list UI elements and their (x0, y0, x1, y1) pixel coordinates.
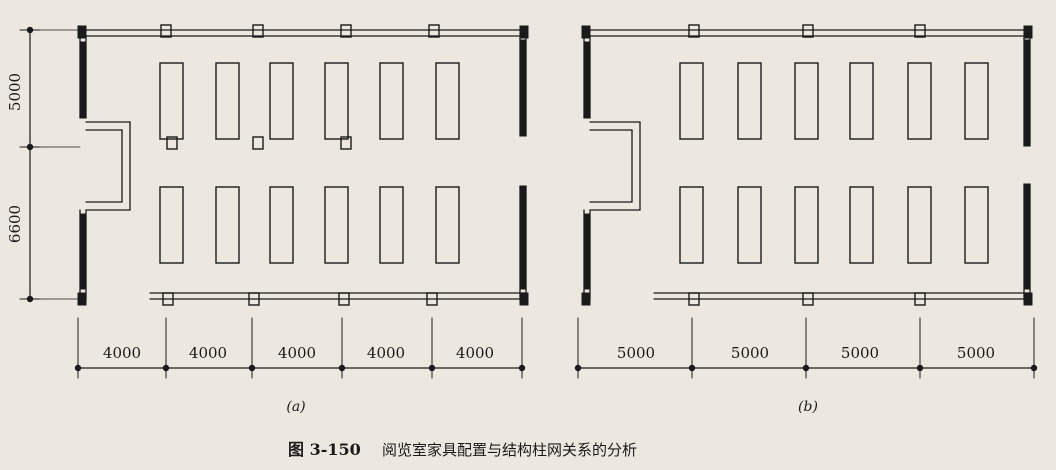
column-top-1 (688, 24, 700, 38)
bay-width-label-a-1: 4000 (103, 344, 141, 362)
bay-width-label-b-2: 5000 (731, 344, 769, 362)
dimension-dot-4 (338, 364, 346, 372)
table-lower-3 (794, 186, 819, 264)
row-depth-label-1: 5000 (6, 73, 24, 111)
column-top-2 (252, 24, 264, 38)
table-upper-2 (737, 62, 762, 140)
table-lower-3 (269, 186, 294, 264)
bay-width-label-b-1: 5000 (617, 344, 655, 362)
left-wall-fill-top (80, 41, 86, 119)
corner-column-br (1023, 292, 1033, 306)
table-upper-6 (435, 62, 460, 140)
bay-width-label-b-4: 5000 (957, 344, 995, 362)
caption-number: 图 3-150 (288, 440, 361, 459)
right-wall-fill-bottom (520, 185, 526, 290)
table-upper-4 (324, 62, 349, 140)
dimension-dot-3 (802, 364, 810, 372)
table-lower-2 (215, 186, 240, 264)
column-bottom-2 (802, 292, 814, 306)
column-bottom-4 (426, 292, 438, 306)
row-depth-label-2: 6600 (6, 205, 24, 243)
table-lower-5 (379, 186, 404, 264)
table-upper-3 (794, 62, 819, 140)
table-lower-5 (907, 186, 932, 264)
table-upper-1 (679, 62, 704, 140)
corner-column-bl (581, 292, 591, 306)
bay-width-label-a-4: 4000 (367, 344, 405, 362)
column-top-3 (914, 24, 926, 38)
caption-text: 阅览室家具配置与结构柱网关系的分析 (382, 441, 637, 459)
interior-column-3 (340, 136, 352, 150)
column-top-3 (340, 24, 352, 38)
dimension-dot-4 (916, 364, 924, 372)
table-upper-6 (964, 62, 989, 140)
bay-width-label-a-2: 4000 (189, 344, 227, 362)
dimension-dot-2 (162, 364, 170, 372)
table-lower-1 (679, 186, 704, 264)
column-bottom-2 (248, 292, 260, 306)
table-upper-4 (849, 62, 874, 140)
table-lower-2 (737, 186, 762, 264)
corner-column-tr (1023, 25, 1033, 39)
column-bottom-3 (338, 292, 350, 306)
table-upper-1 (159, 62, 184, 140)
dimension-dot-5 (1030, 364, 1038, 372)
left-wall-fill-top (584, 41, 590, 119)
dimension-dot-3 (248, 364, 256, 372)
bay-width-label-b-3: 5000 (841, 344, 879, 362)
vertical-dimension-dot-3 (26, 295, 34, 303)
column-bottom-1 (162, 292, 174, 306)
plan-b (574, 24, 1038, 379)
corner-column-tr (519, 25, 529, 39)
left-wall-fill-bottom (584, 213, 590, 290)
dimension-dot-5 (428, 364, 436, 372)
right-wall-fill-top (520, 39, 526, 137)
table-upper-5 (379, 62, 404, 140)
corner-column-tl (581, 25, 591, 39)
plan-a (19, 24, 529, 379)
column-bottom-3 (914, 292, 926, 306)
dimension-dot-6 (518, 364, 526, 372)
column-top-4 (428, 24, 440, 38)
sub-label-a: (a) (286, 399, 305, 415)
corner-column-br (519, 292, 529, 306)
corner-column-tl (77, 25, 87, 39)
table-lower-6 (435, 186, 460, 264)
table-lower-1 (159, 186, 184, 264)
sub-label-b: (b) (798, 399, 818, 415)
table-lower-4 (849, 186, 874, 264)
bay-width-label-a-3: 4000 (278, 344, 316, 362)
column-top-1 (160, 24, 172, 38)
dimension-dot-2 (688, 364, 696, 372)
vertical-dimension-dot-1 (26, 26, 34, 34)
column-bottom-1 (688, 292, 700, 306)
table-lower-6 (964, 186, 989, 264)
column-top-2 (802, 24, 814, 38)
table-lower-4 (324, 186, 349, 264)
dimension-dot-1 (74, 364, 82, 372)
right-wall-fill-bottom (1024, 183, 1030, 290)
table-upper-2 (215, 62, 240, 140)
table-upper-3 (269, 62, 294, 140)
table-upper-5 (907, 62, 932, 140)
left-wall-fill-bottom (80, 213, 86, 290)
interior-column-1 (166, 136, 178, 150)
right-wall-fill-top (1024, 39, 1030, 147)
vertical-dimension-dot-2 (26, 143, 34, 151)
bay-width-label-a-5: 4000 (456, 344, 494, 362)
dimension-dot-1 (574, 364, 582, 372)
interior-column-2 (252, 136, 264, 150)
